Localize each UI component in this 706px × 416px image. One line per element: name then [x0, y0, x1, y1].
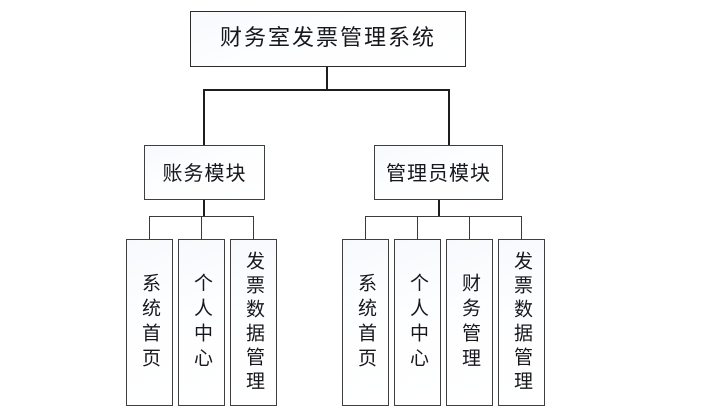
node-module-administrator-label: 管理员模块 [386, 160, 491, 185]
node-leaf-left-invoice-data-management[interactable]: 发票数据管理 [230, 239, 277, 406]
node-leaf-right-personal-center[interactable]: 个人中心 [394, 239, 441, 406]
node-leaf-right-finance-management[interactable]: 财务管理 [446, 239, 493, 406]
connector-drop-right-leaf-1 [365, 216, 366, 239]
node-leaf-right-personal-center-label: 个人中心 [407, 272, 429, 373]
node-leaf-right-finance-management-label: 财务管理 [459, 272, 481, 373]
connector-root-trunk [326, 67, 328, 90]
connector-drop-module-accounting [203, 89, 205, 146]
node-leaf-left-personal-center-label: 个人中心 [191, 272, 213, 373]
node-leaf-left-personal-center[interactable]: 个人中心 [178, 239, 225, 406]
connector-drop-left-leaf-3 [253, 216, 254, 239]
connector-drop-right-leaf-3 [469, 216, 470, 239]
node-module-accounting[interactable]: 账务模块 [144, 145, 265, 200]
node-module-administrator[interactable]: 管理员模块 [374, 145, 503, 200]
node-leaf-right-home-label: 系统首页 [355, 272, 377, 373]
connector-administrator-bus [365, 216, 522, 217]
connector-drop-left-leaf-2 [201, 216, 202, 239]
connector-drop-right-leaf-2 [417, 216, 418, 239]
connector-level1-bus [203, 89, 450, 91]
connector-drop-right-leaf-4 [521, 216, 522, 239]
node-leaf-left-home[interactable]: 系统首页 [126, 239, 173, 406]
node-leaf-right-invoice-data-management[interactable]: 发票数据管理 [498, 239, 545, 406]
connector-drop-left-leaf-1 [149, 216, 150, 239]
connector-administrator-stub [438, 200, 440, 217]
connector-accounting-stub [203, 200, 205, 217]
node-leaf-right-home[interactable]: 系统首页 [342, 239, 389, 406]
node-root-label: 财务室发票管理系统 [219, 25, 436, 51]
node-leaf-right-invoice-data-management-label: 发票数据管理 [511, 250, 533, 395]
connector-drop-module-admin [448, 89, 450, 146]
node-leaf-left-home-label: 系统首页 [139, 272, 161, 373]
node-root-system[interactable]: 财务室发票管理系统 [190, 11, 466, 67]
node-module-accounting-label: 账务模块 [162, 160, 247, 185]
node-leaf-left-invoice-data-management-label: 发票数据管理 [243, 250, 265, 395]
